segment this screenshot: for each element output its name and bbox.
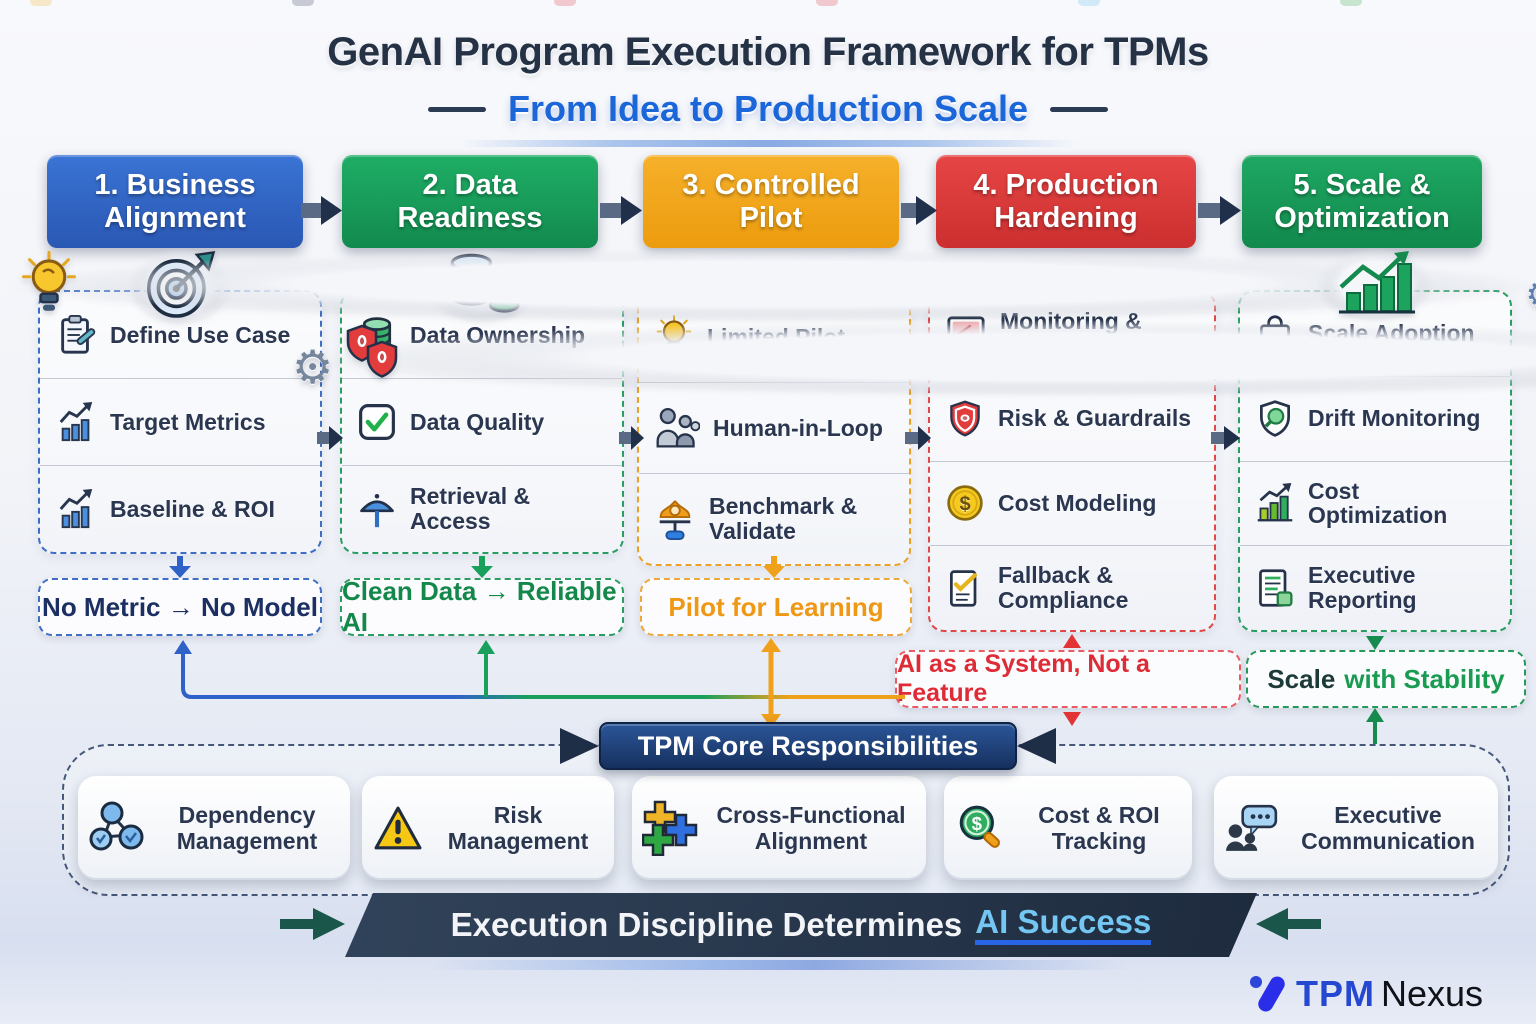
list-item: Cost Optimization — [1240, 460, 1510, 546]
dependency-nodes-icon — [88, 801, 146, 855]
item-label: Fallback & Compliance — [998, 562, 1129, 614]
item-label: Drift Monitoring — [1308, 405, 1481, 432]
top-clipped-decoration — [0, 0, 1536, 8]
card-label: Cross-Functional Alignment — [716, 801, 906, 854]
dollar-magnifier-icon: $ — [954, 802, 1008, 854]
tagline-ai-as-a-system: AI as a System, Not a Feature — [895, 650, 1241, 708]
phase-header-data-readiness: 2. Data Readiness — [342, 155, 598, 248]
warning-triangle-icon — [372, 804, 424, 852]
item-label: Risk & Guardrails — [998, 405, 1192, 432]
list-item: Define Use Case — [40, 292, 320, 378]
tagline-pilot-for-learning: Pilot for Learning — [640, 578, 912, 636]
banner-underline-glow — [430, 960, 1130, 970]
item-label: Executive Reporting — [1308, 562, 1417, 614]
list-item: Drift Monitoring — [1240, 375, 1510, 461]
gear-shield-icon: ⚙ — [292, 320, 1536, 394]
bottom-banner: Execution Discipline Determines AI Succe… — [345, 893, 1257, 957]
item-label: Benchmark & Validate — [709, 493, 858, 544]
tagline-scale-with-stability: Scale with Stability — [1246, 650, 1526, 708]
logo-brand-text: TPM — [1296, 973, 1375, 1014]
item-label: Retrieval & Access — [410, 483, 531, 534]
chat-people-icon — [1224, 803, 1280, 853]
card-cost-roi-tracking: $ Cost & ROI Tracking — [944, 776, 1192, 880]
balance-scale-icon — [654, 497, 696, 541]
phase-header-business-alignment: 1. Business Alignment — [47, 155, 303, 248]
phase-header-scale-optimization: 5. Scale & Optimization — [1242, 155, 1482, 248]
subtitle-dash-left — [427, 106, 486, 112]
card-label: Risk Management — [447, 801, 589, 854]
shield-icon — [945, 398, 985, 440]
list-item: $ Cost Modeling — [930, 460, 1214, 546]
card-cross-functional-alignment: Cross-Functional Alignment — [632, 776, 926, 880]
card-label: Cost & ROI Tracking — [1038, 801, 1160, 854]
list-item: Target Metrics — [40, 378, 320, 465]
page-subtitle: From Idea to Production Scale — [507, 88, 1029, 129]
subtitle-underline-glow — [458, 140, 1078, 147]
people-group-icon — [654, 407, 700, 449]
card-executive-communication: Executive Communication — [1214, 776, 1498, 880]
phase1-items-box: Define Use Case Target Metrics — [38, 290, 322, 554]
logo-mark-icon — [1250, 976, 1285, 1012]
item-label: Data Quality — [410, 408, 545, 435]
card-risk-management: Risk Management — [362, 776, 614, 880]
phase-header-production-hardening: 4. Production Hardening — [936, 155, 1196, 248]
list-item: Benchmark & Validate — [639, 473, 909, 564]
gear-icon: ⚙ — [1526, 278, 1536, 312]
dollar-coin-icon: $ — [945, 483, 985, 523]
item-label: Baseline & ROI — [110, 495, 275, 522]
banner-highlight: AI Success — [975, 905, 1151, 945]
item-label: Cost Optimization — [1308, 477, 1448, 529]
brand-logo: TPM Nexus — [1248, 972, 1483, 1016]
lightbulb-gear-icon: ⚙ — [6, 248, 1536, 320]
list-item: Executive Reporting — [1240, 545, 1510, 630]
clipboard-pencil-icon — [55, 313, 97, 357]
subtitle-dash-right — [1050, 106, 1109, 112]
list-item: Fallback & Compliance — [930, 545, 1214, 630]
report-document-icon — [1255, 567, 1295, 609]
list-item: Human-in-Loop — [639, 382, 909, 473]
tpm-core-responsibilities-bar: TPM Core Responsibilities — [599, 722, 1017, 770]
puzzle-pieces-icon — [642, 800, 698, 856]
logo-name-text: Nexus — [1381, 973, 1484, 1014]
green-bars-icon — [1255, 483, 1295, 523]
card-label: Executive Communication — [1301, 801, 1475, 854]
card-label: Dependency Management — [176, 801, 318, 854]
item-label: Cost Modeling — [998, 489, 1157, 516]
checkbox-icon — [357, 402, 397, 442]
bar-chart-up-icon — [55, 488, 97, 530]
svg-text:$: $ — [972, 813, 983, 834]
item-label: Define Use Case — [110, 321, 291, 348]
bar-chart-up-icon — [55, 401, 97, 443]
banner-text: Execution Discipline Determines — [450, 906, 963, 943]
gear-icon: ⚙ — [292, 340, 334, 394]
list-item: Baseline & ROI — [40, 465, 320, 552]
document-check-icon — [945, 567, 985, 609]
page-title: GenAI Program Execution Framework for TP… — [327, 30, 1209, 74]
tagline-no-metric-no-model: No Metric → No Model — [38, 578, 322, 636]
feedback-connector — [174, 638, 905, 728]
growth-chart-icon — [1319, 248, 1431, 320]
umbrella-access-icon — [357, 488, 397, 530]
item-label: Target Metrics — [110, 408, 266, 435]
shield-magnifier-icon — [1255, 398, 1295, 440]
phase-header-controlled-pilot: 3. Controlled Pilot — [643, 155, 899, 248]
list-item: Retrieval & Access — [342, 465, 622, 552]
tagline-clean-data-reliable-ai: Clean Data → Reliable AI — [340, 576, 624, 637]
subtitle-row: From Idea to Production Scale — [0, 88, 1536, 130]
svg-text:$: $ — [959, 494, 970, 516]
item-label: Human-in-Loop — [713, 414, 883, 441]
card-dependency-management: Dependency Management — [78, 776, 350, 880]
